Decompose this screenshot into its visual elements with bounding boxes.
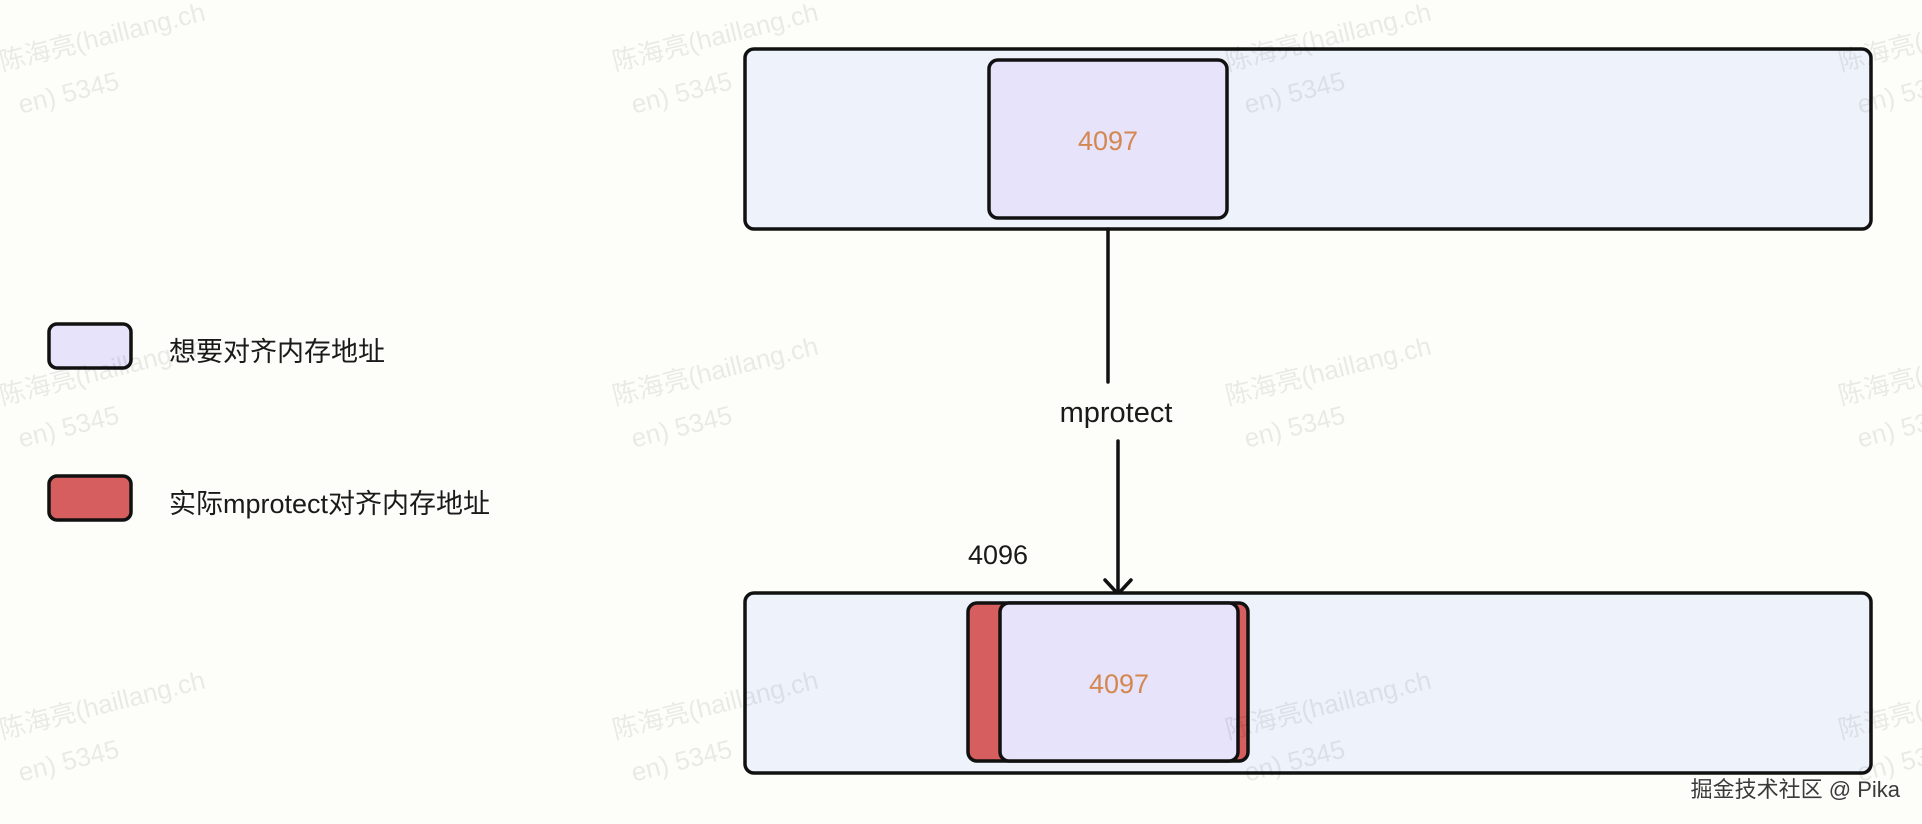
bottom-desired-block-label: 4097 <box>1089 669 1149 699</box>
top-desired-block <box>987 58 1229 220</box>
legend-swatch-desired <box>47 322 133 370</box>
site-credit: 掘金技术社区 @ Pika <box>1691 777 1901 802</box>
bottom-memory-section: 4097 <box>743 591 1873 775</box>
legend-swatch-actual <box>47 474 133 522</box>
top-desired-block-label: 4097 <box>1078 126 1138 156</box>
arrow-label: mprotect <box>1060 397 1173 429</box>
legend-label-actual: 实际mprotect对齐内存地址 <box>169 489 490 519</box>
legend: 想要对齐内存地址 实际mprotect对齐内存地址 <box>47 322 490 522</box>
offset-label: 4096 <box>968 540 1028 570</box>
mprotect-arrow: mprotect <box>1060 227 1173 597</box>
legend-label-desired: 想要对齐内存地址 <box>169 337 385 367</box>
bottom-desired-block <box>998 601 1240 763</box>
top-memory-section: 4097 <box>743 47 1873 231</box>
